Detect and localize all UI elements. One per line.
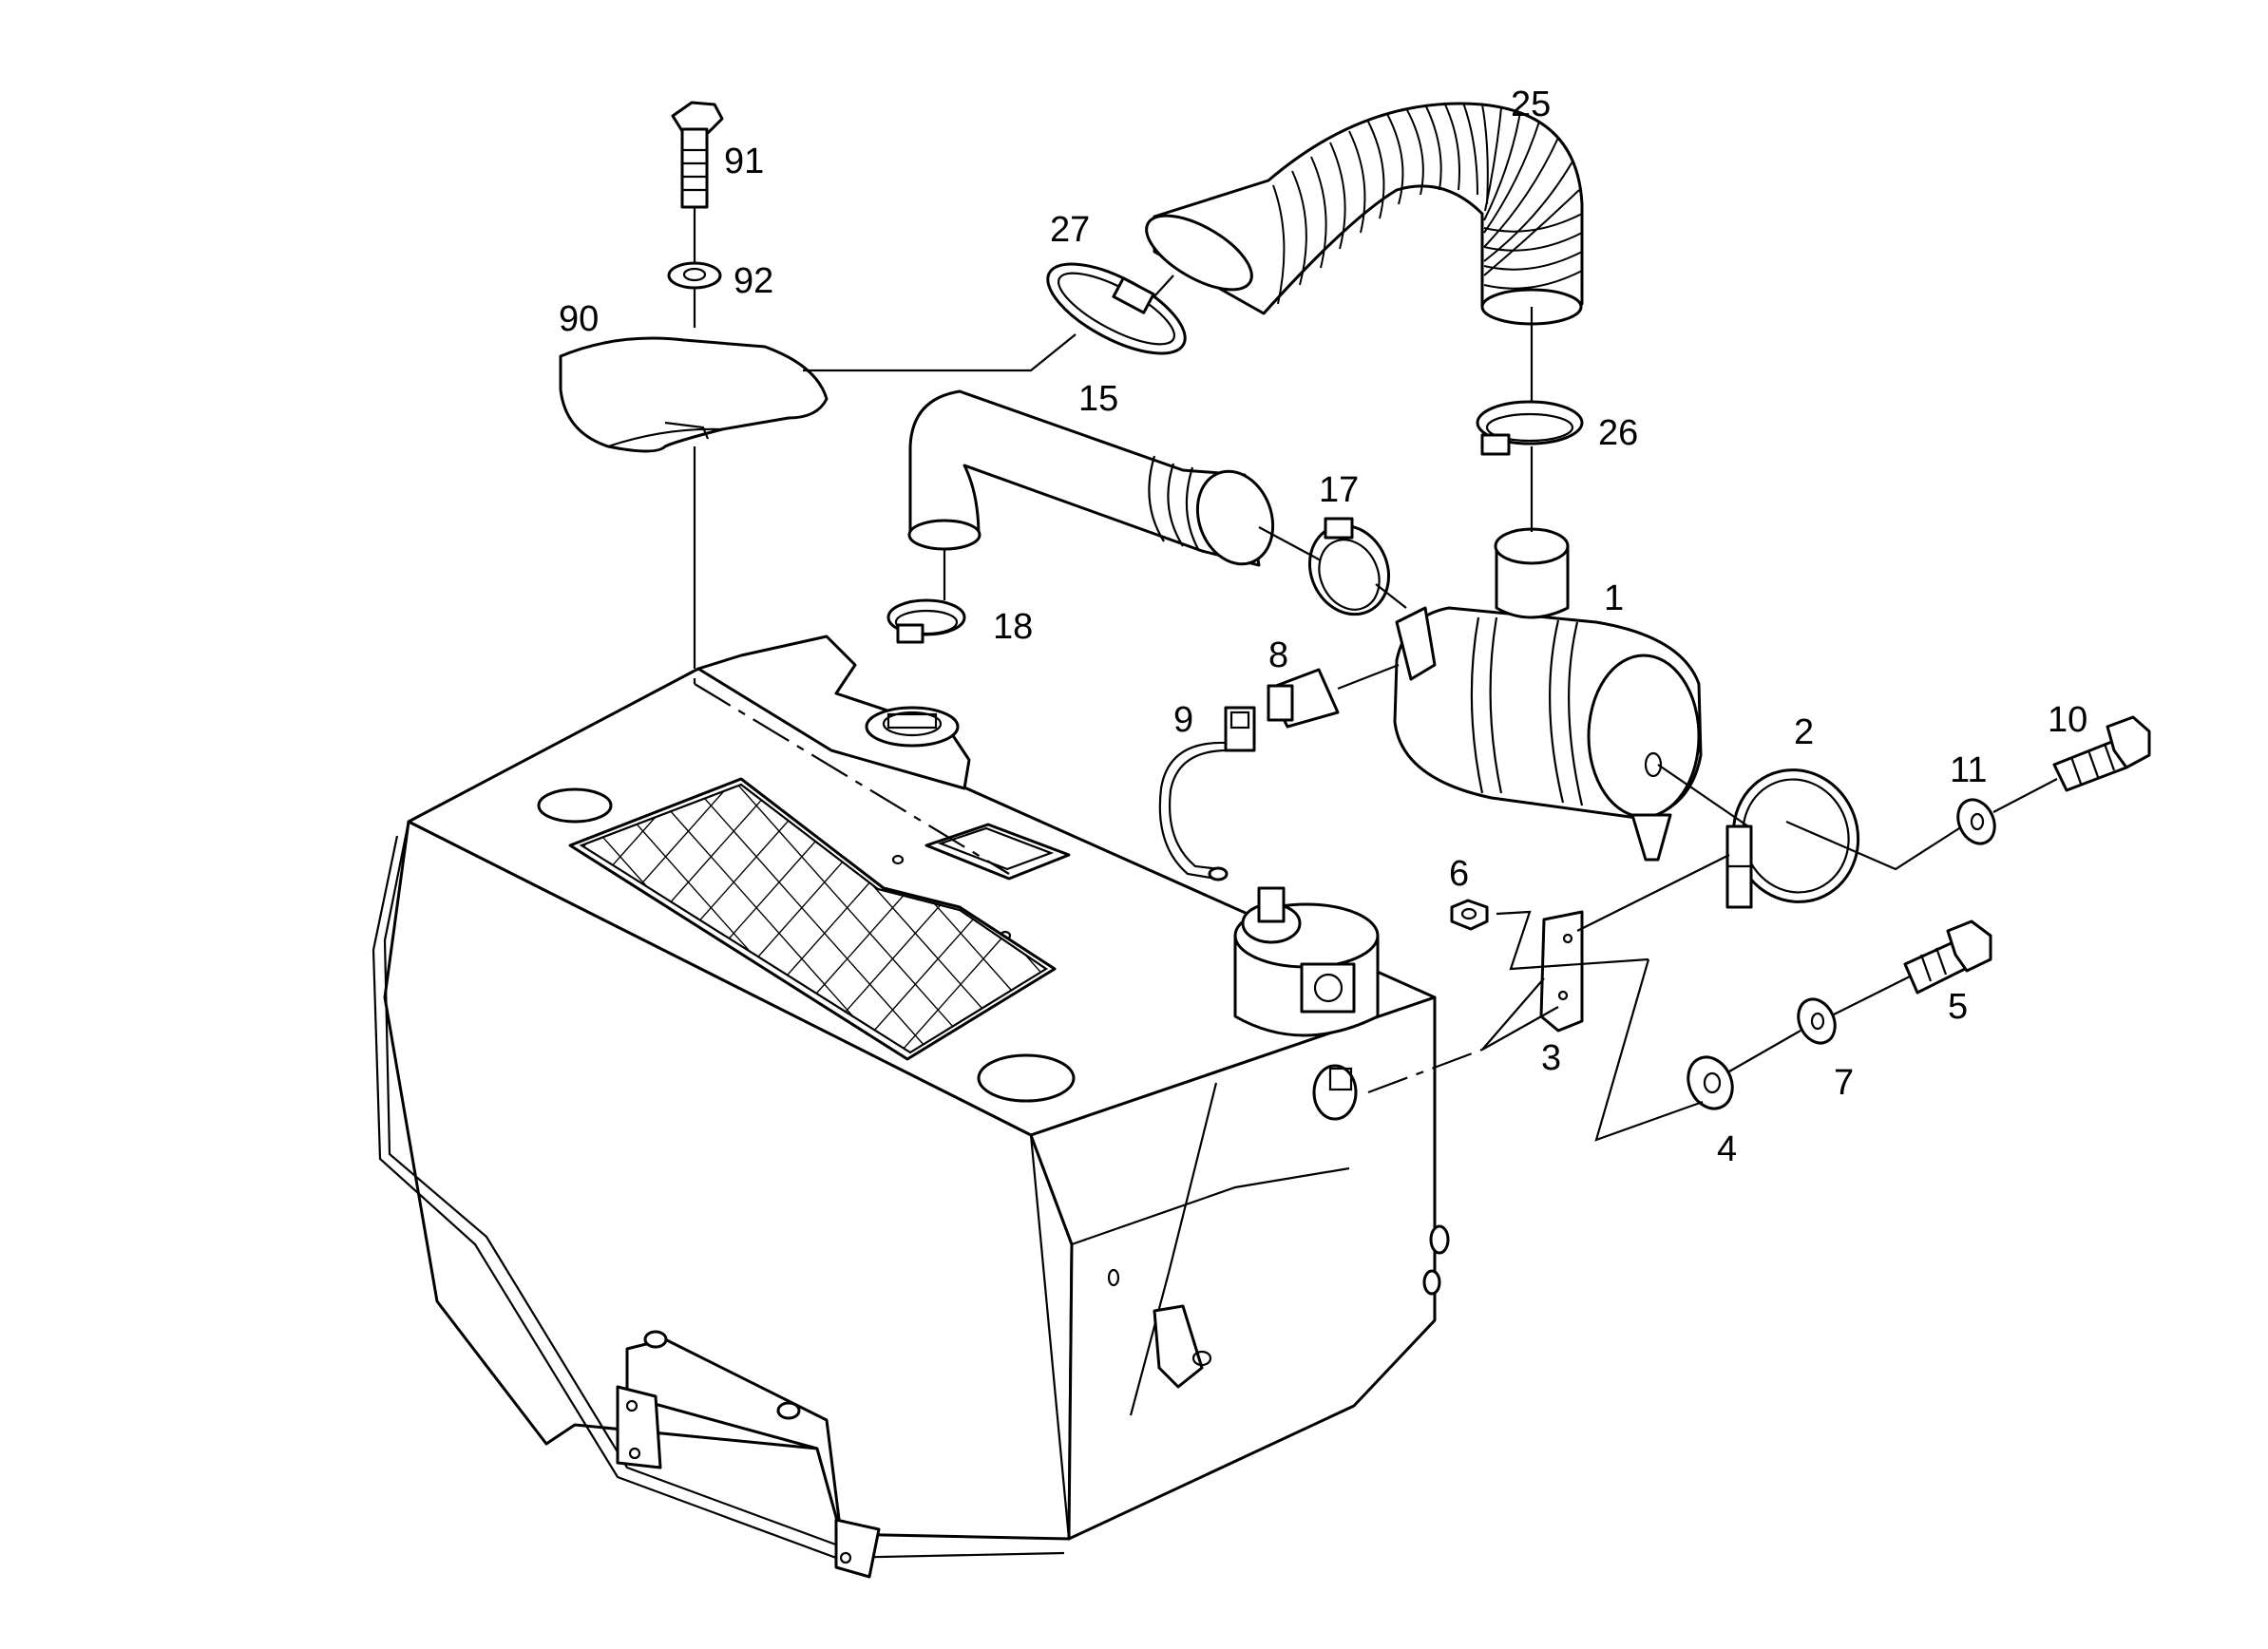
bracket-3 <box>1539 910 1584 1033</box>
callout-10: 10 <box>2048 700 2087 740</box>
bolt-10 <box>2052 715 2151 792</box>
tank-body <box>372 635 1450 1579</box>
connector-9 <box>1158 706 1256 881</box>
callout-2: 2 <box>1794 712 1814 752</box>
callout-5: 5 <box>1948 987 1968 1027</box>
intake-elbow-hose <box>907 389 1275 567</box>
callout-11: 11 <box>1950 750 1987 790</box>
bolt-91 <box>671 101 724 209</box>
callout-1: 1 <box>1604 578 1624 618</box>
hose-clamp-27 <box>1046 262 1187 355</box>
callout-6: 6 <box>1449 854 1469 894</box>
callout-8: 8 <box>1268 635 1288 675</box>
callout-91: 91 <box>724 142 764 181</box>
callout-9: 9 <box>1173 700 1193 740</box>
air-filter-housing <box>1393 527 1703 862</box>
bolt-5 <box>1903 919 1992 995</box>
callout-4: 4 <box>1717 1129 1737 1169</box>
intake-cover <box>559 336 829 453</box>
leader-lines <box>693 207 2058 1142</box>
filler-cap <box>865 706 960 748</box>
fuel-sender-unit <box>1233 886 1380 1121</box>
hose-clamp-26 <box>1476 400 1584 456</box>
washer-92 <box>667 261 722 290</box>
callout-3: 3 <box>1541 1038 1561 1078</box>
callout-18: 18 <box>993 607 1033 647</box>
callout-15: 15 <box>1078 379 1118 419</box>
hose-clamp-17 <box>1307 517 1391 616</box>
hose-clamp-18 <box>886 598 966 644</box>
corrugated-hose <box>1145 102 1584 326</box>
nut-6 <box>1450 899 1489 931</box>
washer-11 <box>1956 798 1996 845</box>
callout-90: 90 <box>559 299 599 339</box>
callout-labels: 1 2 3 4 5 6 7 8 9 10 11 15 17 18 25 26 2… <box>559 85 2087 1169</box>
callout-92: 92 <box>734 261 773 301</box>
callout-26: 26 <box>1598 413 1638 453</box>
callout-25: 25 <box>1511 85 1551 124</box>
callout-27: 27 <box>1050 210 1090 250</box>
hose-ribs <box>1272 102 1583 305</box>
callout-17: 17 <box>1319 470 1359 510</box>
washer-4 <box>1687 1055 1734 1110</box>
sensor-8 <box>1267 668 1340 729</box>
washer-7 <box>1797 997 1837 1045</box>
callout-7: 7 <box>1834 1063 1854 1103</box>
mounting-band <box>1725 768 1860 909</box>
